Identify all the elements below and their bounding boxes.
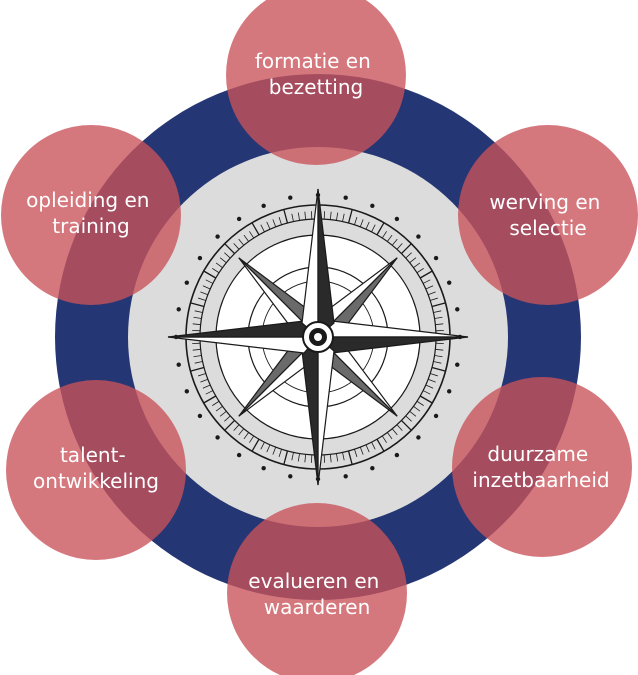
compass-rose-icon <box>167 188 469 486</box>
node-talent[interactable] <box>6 380 186 560</box>
node-werving[interactable] <box>458 125 638 305</box>
node-evalueren[interactable] <box>227 503 407 675</box>
node-evalueren-label: evalueren en waarderen <box>248 569 385 619</box>
node-opleiding[interactable] <box>1 125 181 305</box>
node-duurzame-label: duurzame inzetbaarheid <box>472 442 609 492</box>
node-werving-label: werving en selectie <box>489 190 606 240</box>
node-formatie[interactable] <box>226 0 406 165</box>
node-formatie-label: formatie en bezetting <box>255 49 377 99</box>
node-opleiding-label: opleiding en training <box>26 188 156 238</box>
node-talent-label: talent- ontwikkeling <box>33 443 159 493</box>
node-duurzame[interactable] <box>452 377 632 557</box>
